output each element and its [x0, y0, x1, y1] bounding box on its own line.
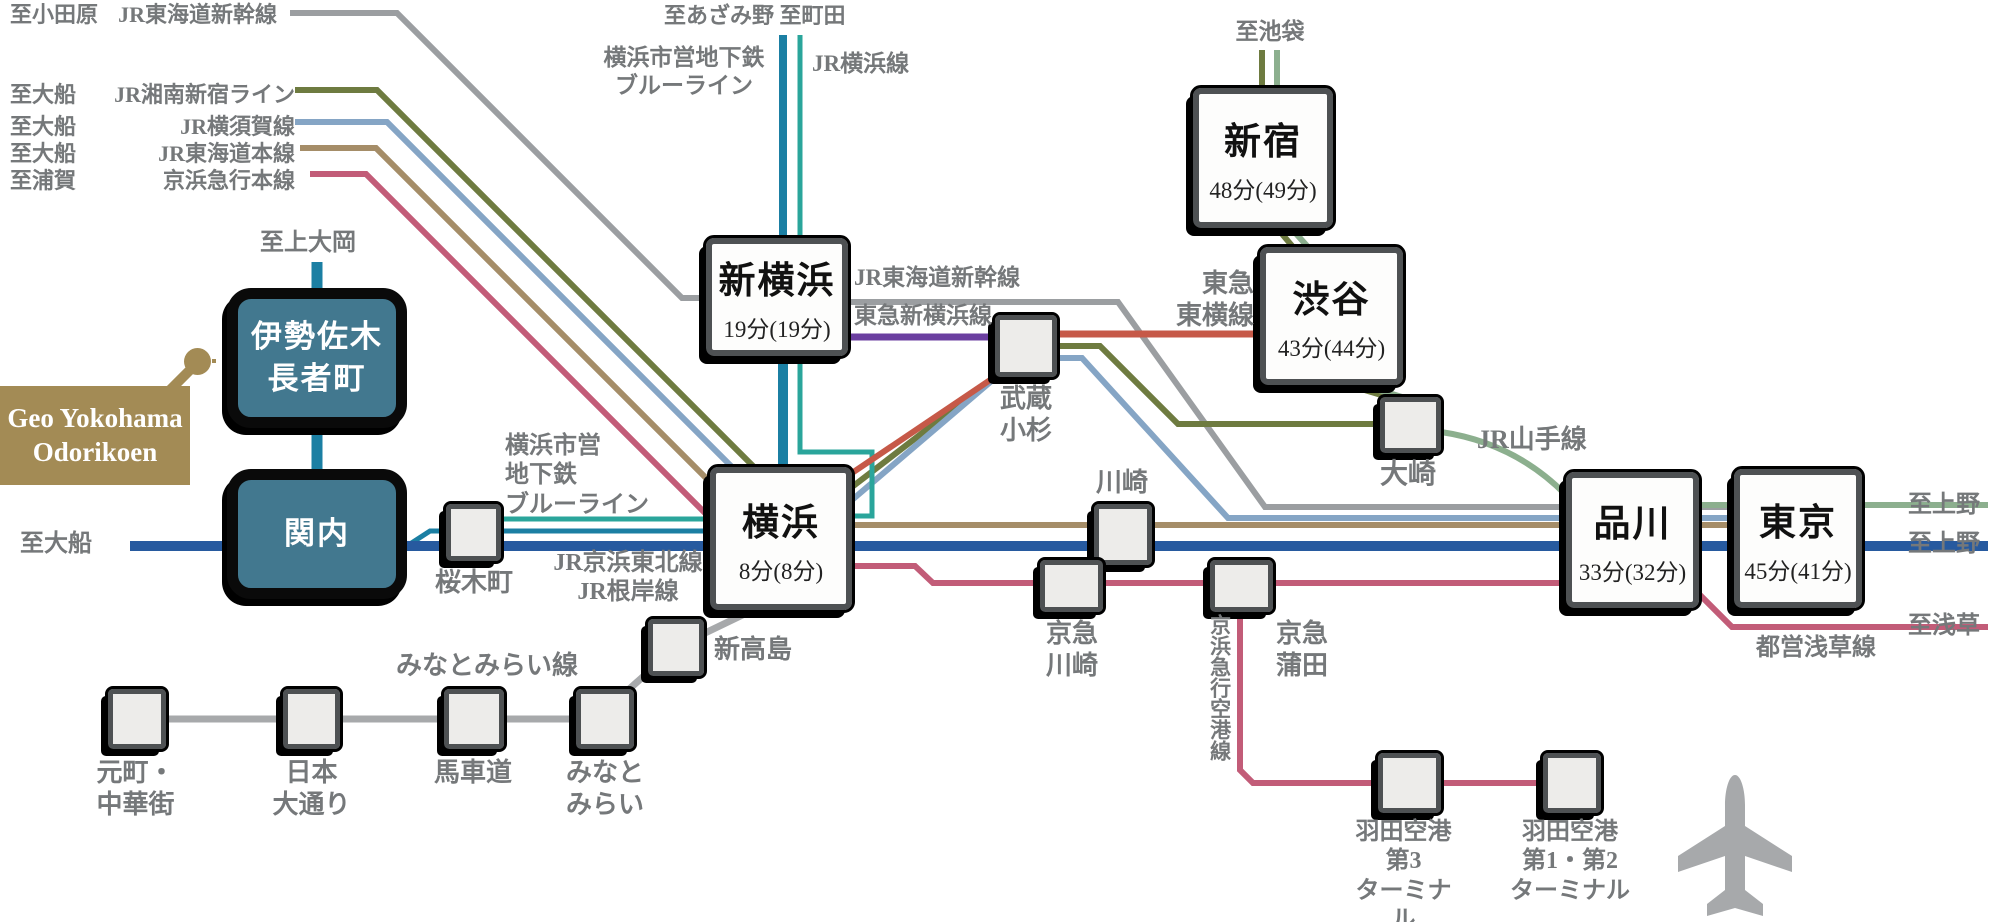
geo-callout-dot	[184, 348, 211, 375]
label-jr-tokaido-main: JR東海道本線	[158, 141, 295, 166]
line-keikyu-main-west	[310, 171, 719, 527]
geo-callout-line2: Odorikoen	[32, 436, 158, 467]
label-tokyu-shin-yokohama: 東急新横浜線	[854, 303, 992, 328]
line-keikyu-main-east	[852, 563, 1988, 630]
line-jr-yokohama-mid	[797, 357, 875, 519]
station-name-shin-yokohama: 新横浜	[718, 261, 836, 302]
label-minatomirai-line: みなとみらい線	[396, 651, 579, 680]
station-box-isezaki-chojamachi: 伊勢佐木 長者町	[227, 288, 407, 428]
dest-azamino-machida: 至あざみ野 至町田	[664, 3, 846, 28]
station-box-shin-yokohama: 新横浜 19分(19分)	[703, 235, 851, 359]
label-musashi-kosugi: 武蔵 小杉	[999, 384, 1052, 445]
label-motomachi-chukagai: 元町・ 中華街	[96, 758, 175, 819]
label-toei-asakusa: 都営浅草線	[1756, 635, 1876, 661]
dest-ofuna-shonan: 至大船	[10, 82, 77, 107]
station-square-sakuragicho	[443, 501, 504, 564]
station-square-keikyu-kamata	[1207, 557, 1276, 615]
label-jr-yokosuka: JR横須賀線	[180, 114, 295, 139]
label-osaki: 大崎	[1379, 459, 1436, 490]
station-square-musashi-kosugi	[992, 312, 1060, 380]
dest-ofuna-negishi: 至大船	[20, 531, 92, 557]
line-jr-yamanote-shinjuku-shibuya	[1288, 225, 1311, 250]
label-jr-yamanote: JR山手線	[1477, 425, 1587, 454]
station-square-haneda-terminal3	[1375, 750, 1444, 816]
label-jr-yokohama-line: JR横浜線	[812, 51, 910, 76]
station-name-shinjuku: 新宿	[1224, 122, 1302, 163]
label-blueline-top: 横浜市営地下鉄 ブルーライン	[603, 45, 765, 99]
line-minatomirai	[137, 604, 759, 723]
station-square-haneda-terminal1-2	[1540, 750, 1604, 816]
geo-callout-line1: Geo Yokohama	[7, 402, 183, 433]
line-jr-yokosuka-west	[295, 119, 735, 470]
line-jr-shonan-shinjuku-west	[295, 87, 757, 470]
label-shin-takashima: 新高島	[714, 635, 793, 664]
label-jr-shonan-shinjuku: JR湘南新宿ライン	[114, 82, 295, 107]
label-sakuragicho: 桜木町	[434, 568, 513, 597]
line-jr-tokaido-shinkansen-east	[848, 299, 1858, 510]
line-jr-yokosuka-kosugi	[850, 375, 997, 503]
station-square-osaki	[1377, 394, 1444, 456]
label-keikyu-airport-line: 京浜急行空港線	[1207, 614, 1232, 761]
label-minatomirai: みなと みらい	[565, 758, 644, 819]
airplane-icon	[1678, 775, 1792, 916]
station-box-yokohama: 横浜 8分(8分)	[707, 464, 855, 613]
line-jr-yokosuka-east	[1057, 355, 1858, 521]
station-name-tokyo: 東京	[1759, 502, 1837, 544]
label-jr-keihintohoku: JR京浜東北線 JR根岸線	[553, 550, 703, 606]
label-jr-tokaido-shinkansen: JR東海道新幹線	[118, 2, 277, 27]
dest-ofuna-yokosuka: 至大船	[10, 114, 77, 139]
station-box-kannai: 関内	[227, 469, 407, 599]
station-square-kawasaki	[1091, 501, 1155, 568]
station-square-shin-takashima	[645, 616, 707, 679]
label-haneda-t1-t2: 羽田空港 第1・第2 ターミナル	[1510, 819, 1630, 904]
dest-asakusa: 至浅草	[1908, 613, 1980, 639]
station-time-tokyo: 45分(41分)	[1744, 558, 1852, 584]
line-jr-tokaido-main-west	[300, 145, 720, 492]
station-box-shibuya: 渋谷 43分(44分)	[1257, 244, 1406, 388]
label-keikyu-kawasaki: 京急 川崎	[1045, 619, 1098, 680]
dest-kamiooka: 至上大岡	[260, 230, 356, 256]
geo-property-callout: Geo Yokohama Odorikoen	[0, 386, 190, 485]
station-time-shinjuku: 48分(49分)	[1209, 178, 1317, 203]
station-square-keikyu-kawasaki	[1037, 557, 1106, 615]
dest-ueno-keihintohoku: 至上野	[1908, 531, 1980, 557]
station-name-kannai: 関内	[284, 516, 350, 552]
station-square-motomachi-chukagai	[105, 686, 169, 752]
line-jr-shonan-shinjuku-osaki	[1057, 343, 1385, 427]
label-kawasaki: 川崎	[1095, 468, 1148, 497]
station-square-nihon-odori	[280, 686, 343, 752]
label-keikyu-kamata: 京急 蒲田	[1275, 619, 1328, 680]
station-name-shibuya: 渋谷	[1292, 280, 1371, 321]
station-box-shinagawa: 品川 33分(32分)	[1563, 469, 1702, 611]
dest-uraga: 至浦賀	[10, 168, 77, 193]
station-square-minatomirai	[573, 686, 637, 752]
dest-odawara: 至小田原	[10, 2, 99, 27]
label-blueline-left: 横浜市営 地下鉄 ブルーライン	[505, 433, 649, 518]
label-keikyu-main: 京浜急行本線	[162, 168, 295, 193]
line-jr-tokaido-shinkansen-west	[290, 10, 706, 301]
line-shonan-shibuya-shinjuku	[1274, 226, 1296, 249]
dest-ikebukuro: 至池袋	[1235, 19, 1305, 44]
station-box-tokyo: 東京 45分(41分)	[1731, 466, 1865, 611]
station-name-shinagawa: 品川	[1593, 504, 1672, 545]
dest-ofuna-tokaido: 至大船	[10, 141, 77, 166]
station-time-yokohama: 8分(8分)	[738, 558, 824, 584]
label-haneda-t3: 羽田空港 第3 ターミナル	[1355, 819, 1452, 922]
label-jr-tokaido-shinkansen-2: JR東海道新幹線	[854, 265, 1021, 290]
station-square-bashamichi	[441, 686, 507, 752]
station-box-shinjuku: 新宿 48分(49分)	[1190, 85, 1336, 231]
line-jr-yamanote-curve	[1440, 429, 1569, 498]
line-tokyu-toyoko-west	[850, 369, 1004, 476]
station-time-shinagawa: 33分(32分)	[1578, 560, 1687, 585]
station-time-shin-yokohama: 19分(19分)	[723, 317, 831, 342]
label-tokyu-toyoko: 東急 東横線	[1175, 269, 1254, 330]
station-time-shibuya: 43分(44分)	[1277, 336, 1386, 361]
station-name-isezaki-chojamachi: 伊勢佐木 長者町	[251, 319, 383, 396]
dest-ueno-yamanote: 至上野	[1908, 492, 1980, 518]
label-nihon-odori: 日本 大通り	[272, 758, 351, 819]
station-name-yokohama: 横浜	[742, 502, 820, 544]
label-bashamichi: 馬車道	[433, 758, 512, 787]
